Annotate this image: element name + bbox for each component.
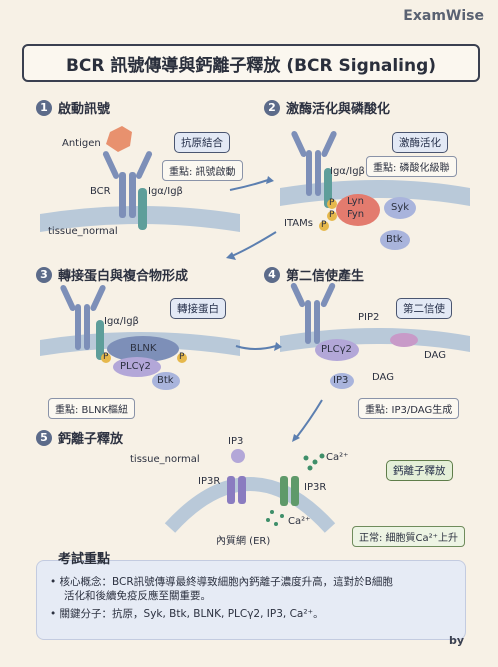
section-2-header: 2 激酶活化與磷酸化: [264, 98, 390, 117]
label-lyn: Lyn: [347, 196, 364, 207]
title-box: BCR 訊號傳導與鈣離子釋放 (BCR Signaling): [22, 44, 480, 82]
label-dag-bottom: DAG: [372, 372, 394, 383]
exam-core-concept-cont: 活化和後續免疫反應至關重要。: [64, 590, 211, 602]
plc-blob-panel3: [113, 357, 161, 377]
iga-panel3: [96, 320, 104, 360]
tag-antigen-binding: 抗原結合: [174, 132, 230, 153]
plc-blob-panel4: [315, 339, 359, 361]
label-antigen: Antigen: [62, 138, 101, 149]
label-itams: ITAMs: [284, 218, 313, 229]
section-1-number: 1: [36, 99, 52, 116]
section-3-header: 3 轉接蛋白與複合物形成: [36, 265, 188, 284]
bcr-receptor-panel1: [102, 151, 153, 218]
exam-title: 考試重點: [58, 552, 111, 567]
ip3-ligand: [231, 449, 245, 463]
flow-arrows: [229, 179, 323, 439]
phospho-circle: [327, 211, 337, 221]
label-plc-panel3: PLCγ2: [120, 361, 151, 372]
note-ip3-dag: 重點: IP3/DAG生成: [358, 398, 460, 419]
phospho-circle: [101, 353, 111, 363]
iga-panel2: [324, 168, 332, 208]
label-phospho-1: P: [329, 198, 335, 208]
label-fyn: Fyn: [347, 209, 365, 220]
label-ip3r-left: IP3R: [198, 476, 221, 487]
btk-blob-panel2: [380, 230, 410, 250]
phospho-circle: [319, 221, 329, 231]
label-tissue-panel1: tissue_normal: [48, 226, 118, 237]
arrow-heads: [226, 176, 300, 442]
section-2-title: 激酶活化與磷酸化: [286, 102, 391, 117]
byline: by: [448, 634, 464, 647]
section-5-header: 5 鈣離子釋放: [36, 428, 123, 447]
section-5-number: 5: [36, 429, 52, 446]
label-pip2: PIP2: [358, 312, 380, 323]
section-4-title: 第二信使產生: [286, 269, 365, 284]
bcr-receptor-panel2: [291, 131, 337, 196]
label-blnk: BLNK: [130, 343, 157, 354]
label-phospho-4: P: [103, 352, 109, 362]
er-membrane: [164, 477, 336, 533]
label-ca-outside: Ca²⁺: [326, 452, 349, 463]
phospho-circle: [177, 353, 187, 363]
label-ca-er: Ca²⁺: [288, 516, 311, 527]
label-iga-panel3: Igα/Igβ: [104, 316, 139, 327]
page-title: BCR 訊號傳導與鈣離子釋放 (BCR Signaling): [65, 55, 437, 76]
label-btk-panel2: Btk: [386, 234, 403, 245]
ip3r-right: [280, 476, 299, 506]
ip3r-left: [227, 476, 246, 504]
section-4-header: 4 第二信使產生: [264, 265, 364, 284]
tag-calcium-release: 鈣離子釋放: [386, 460, 453, 481]
label-iga-panel2: Igα/Igβ: [330, 166, 365, 177]
label-er: 內質網 (ER): [216, 536, 271, 547]
section-3-title: 轉接蛋白與複合物形成: [58, 269, 189, 284]
label-bcr: BCR: [90, 186, 111, 197]
brand-logo: ExamWise: [403, 8, 484, 24]
section-1-header: 1 啟動訊號: [36, 98, 110, 117]
section-4-number: 4: [264, 266, 280, 283]
section-5-title: 鈣離子釋放: [58, 432, 124, 447]
exam-key-molecules: • 關鍵分子：抗原，Syk, Btk, BLNK, PLCγ2, IP3, Ca…: [50, 608, 324, 620]
syk-blob: [384, 197, 416, 219]
label-phospho-5: P: [179, 352, 185, 362]
note-cytosol-calcium: 正常: 細胞質Ca²⁺上升: [352, 526, 465, 547]
exam-box: [36, 560, 466, 640]
label-dag-right: DAG: [424, 350, 446, 361]
tag-second-messenger: 第二信使: [396, 298, 452, 319]
label-iga-panel1: Igα/Igβ: [148, 186, 183, 197]
section-1-title: 啟動訊號: [58, 102, 111, 117]
tag-adapter: 轉接蛋白: [170, 298, 226, 319]
ip3-blob-panel4: [330, 373, 354, 389]
iga-panel1: [138, 188, 147, 230]
bcr-receptor-panel4: [290, 282, 336, 344]
section-3-number: 3: [36, 266, 52, 283]
phospho-circle: [327, 199, 337, 209]
label-syk: Syk: [391, 202, 410, 213]
bcr-receptor-panel3: [60, 285, 106, 350]
label-ip3-panel5: IP3: [228, 436, 244, 447]
label-phospho-3: P: [321, 220, 327, 230]
label-btk-panel3: Btk: [157, 375, 174, 386]
section-2-number: 2: [264, 99, 280, 116]
antigen-shape: [106, 126, 132, 152]
dag-blob: [390, 333, 418, 347]
label-ip3-panel4: IP3: [333, 375, 349, 386]
exam-core-concept: • 核心概念：BCR訊號傳導最終導致細胞內鈣離子濃度升高，這對於B細胞: [50, 576, 393, 588]
btk-blob-panel3: [152, 372, 180, 390]
label-phospho-2: P: [329, 210, 335, 220]
lyn-fyn-blob: [336, 194, 380, 226]
label-ip3r-right: IP3R: [304, 482, 327, 493]
tag-kinase: 激酶活化: [392, 132, 448, 153]
note-signal-start: 重點: 訊號啟動: [162, 160, 243, 181]
note-blnk-hub: 重點: BLNK樞紐: [48, 398, 136, 419]
note-phospho-cascade: 重點: 磷酸化級聯: [366, 156, 457, 177]
label-plc-panel4: PLCγ2: [321, 344, 352, 355]
label-tissue-panel5: tissue_normal: [130, 454, 200, 465]
blnk-blob: [107, 336, 179, 362]
calcium-dots: [266, 453, 325, 526]
